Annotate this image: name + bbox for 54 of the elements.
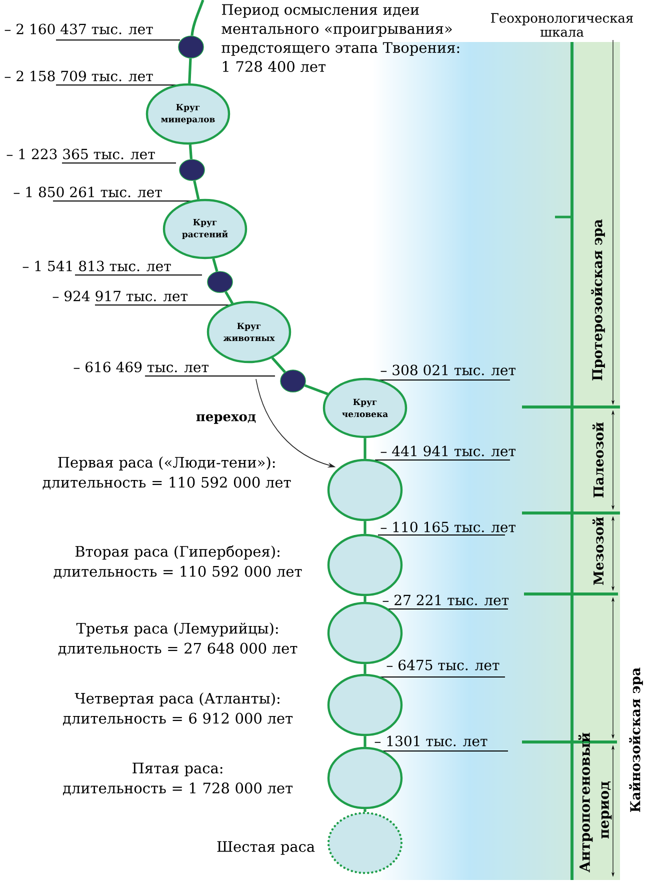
date-label: – 1 850 261 тыс. лет (14, 186, 162, 198)
chain-line (224, 291, 234, 304)
date-label: – 441 941 тыс. лет (380, 446, 516, 456)
chain-line (188, 144, 193, 160)
era-label: Палеозой (592, 422, 604, 498)
date-label: – 616 469 тыс. лет (74, 362, 208, 372)
circle-node: Круг минералов (146, 83, 230, 145)
era-label: Мезозой (592, 517, 604, 585)
chain-line (364, 438, 366, 459)
oval-node (327, 746, 403, 810)
date-label: – 924 917 тыс. лет (52, 290, 188, 302)
race-caption: Вторая раса (Гиперборея): длительность = 110 592 000 лет (54, 545, 302, 579)
dot-marker (280, 370, 306, 392)
dot-marker (178, 36, 204, 58)
edge-label: переход (196, 414, 256, 424)
race-caption: Первая раса («Люди-тени»): длительность = 110 592 000 лет (42, 456, 291, 490)
era-label: Кайнозойская эра (629, 668, 643, 812)
description-text: Период осмысления идеи ментального «проигрывания» предстоящего этапа Творения: 1 728 400 лет (222, 4, 460, 72)
chain-line (364, 521, 366, 534)
dotted-oval (327, 812, 403, 874)
date-label: – 1 223 365 тыс. лет (6, 148, 155, 160)
date-label: – 308 021 тыс. лет (380, 364, 516, 376)
chain-line (304, 384, 328, 396)
chain-line (188, 58, 192, 84)
date-label: – 2 158 709 тыс. лет (4, 70, 153, 82)
chain-line (212, 258, 218, 272)
date-label: – 2 160 437 тыс. лет (4, 24, 153, 34)
race-caption: Третья раса (Лемурийцы): длительность = 27 648 000 лет (58, 622, 298, 656)
chain-line (193, 180, 200, 200)
oval-node (327, 534, 403, 596)
chain-line (190, 0, 204, 36)
date-label: – 1301 тыс. лет (374, 736, 488, 746)
dot-marker (207, 271, 233, 293)
chain-line (364, 596, 366, 602)
race-caption: Четвертая раса (Атланты): длительность = 6 912 000 лет (63, 692, 293, 726)
chain-line (364, 809, 366, 812)
dot-marker (179, 159, 205, 181)
date-label: – 1 541 813 тыс. лет (22, 260, 171, 272)
chain-line (364, 736, 366, 747)
race-caption: Пятая раса: длительность = 1 728 000 лет (63, 762, 293, 796)
date-label: – 27 221 тыс. лет (382, 594, 509, 606)
chain-line (364, 664, 366, 674)
circle-node: Круг человека (322, 378, 408, 438)
period-label: Антропогеновый период (578, 732, 612, 872)
era-label: Протерозойская эра (591, 219, 605, 380)
circle-node: Круг животных (206, 300, 292, 364)
chain-line (271, 357, 286, 373)
scale-title: Геохронологическая шкала (491, 13, 633, 37)
date-label: – 6475 тыс. лет (386, 660, 500, 670)
race-caption: Шестая раса (217, 841, 315, 855)
circle-node: Круг растений (162, 198, 248, 260)
oval-node (327, 674, 403, 736)
date-label: – 110 165 тыс. лет (380, 522, 516, 532)
oval-node (327, 458, 403, 522)
